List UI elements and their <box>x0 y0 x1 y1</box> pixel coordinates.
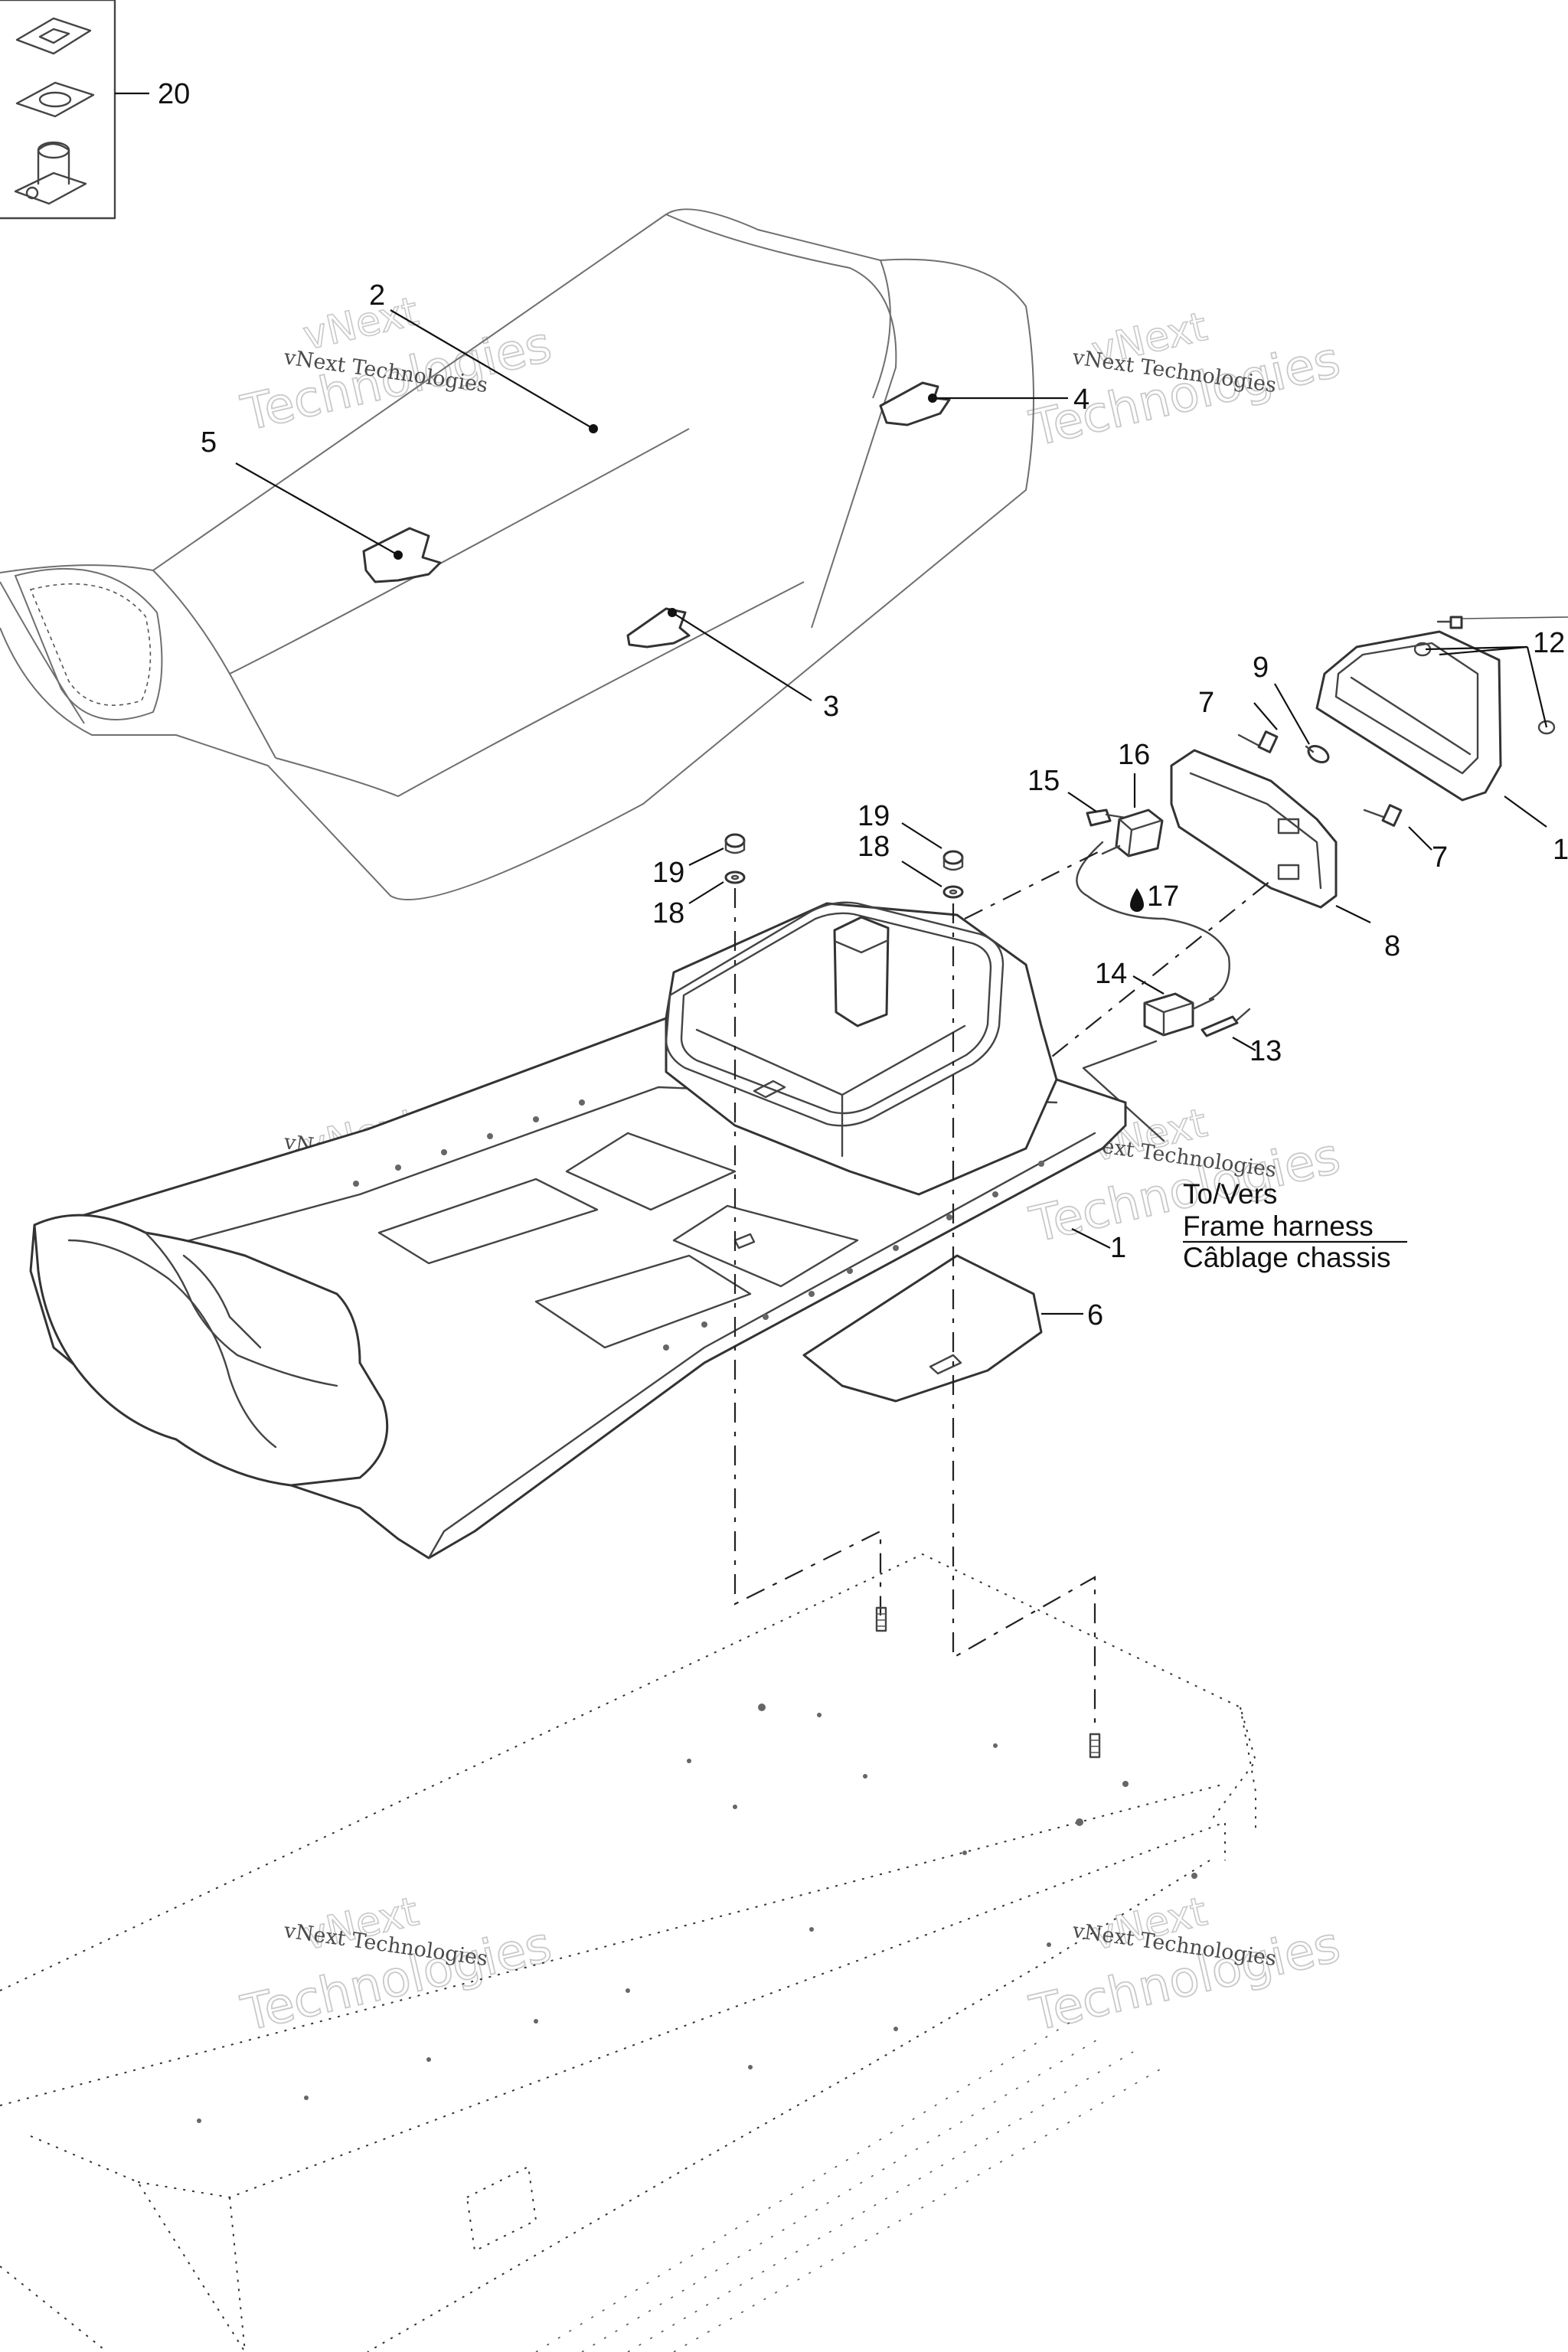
latch-part <box>14 141 87 205</box>
wiring-harness: 15 16 17 14 13 <box>1027 739 1282 1142</box>
taillight-lens <box>1315 630 1502 802</box>
callout-18a: 18 <box>652 897 684 929</box>
running-board-pattern <box>535 2020 1165 2352</box>
callout-1b: 1 <box>1553 834 1568 866</box>
grip-handle-4 <box>879 381 951 426</box>
callout-7a: 7 <box>1198 687 1214 719</box>
callout-17: 17 <box>1147 880 1179 913</box>
taillight-housing <box>1170 749 1338 909</box>
plate-part <box>15 81 95 118</box>
callout-19a: 19 <box>652 857 684 889</box>
stud-alignment-left <box>733 888 882 1615</box>
taillight-assembly: 12 7 7 9 8 1 <box>1170 616 1568 962</box>
tray-holes <box>353 1099 1044 1351</box>
screw-7-top <box>1237 730 1279 753</box>
bulb-9 <box>1305 745 1330 763</box>
stud-left <box>875 1606 887 1632</box>
fasteners-right: 19 18 <box>858 800 964 899</box>
note-to-vers: To/Vers <box>1183 1178 1277 1210</box>
callout-7b: 7 <box>1432 841 1448 874</box>
callout-15: 15 <box>1027 765 1060 797</box>
fasteners-left: 19 18 <box>652 833 746 929</box>
callout-20: 20 <box>158 78 190 110</box>
gasket-part <box>15 17 92 55</box>
stud-right <box>1089 1733 1101 1759</box>
callout-4: 4 <box>1073 384 1089 416</box>
callout-12: 12 <box>1533 627 1565 659</box>
chassis-tunnel <box>0 1553 1257 2352</box>
storage-box <box>665 901 1058 1196</box>
callout-19b: 19 <box>858 800 890 832</box>
callout-13: 13 <box>1250 1035 1282 1067</box>
callout-5: 5 <box>201 426 217 459</box>
inset-kit-box: 20 <box>0 0 190 220</box>
callout-18b: 18 <box>858 831 890 863</box>
callout-8: 8 <box>1384 930 1400 962</box>
callout-16: 16 <box>1118 739 1150 771</box>
callout-14: 14 <box>1095 958 1127 990</box>
connector-14 <box>1143 992 1215 1037</box>
grip-handle-3 <box>626 607 691 648</box>
tunnel-holes <box>197 1704 1197 2123</box>
callout-9: 9 <box>1253 652 1269 684</box>
seat-callouts: 2 4 5 3 <box>201 279 1089 723</box>
callout-6: 6 <box>1087 1299 1103 1331</box>
frame-harness-note: To/Vers Frame harness Câblage chassis <box>1183 1178 1407 1273</box>
callout-1: 1 <box>1110 1232 1126 1264</box>
seat-cover <box>0 208 1034 900</box>
grease-drop-icon <box>1130 888 1144 912</box>
stud-alignment-right <box>952 903 1096 1723</box>
under-plate-6 <box>802 1254 1043 1403</box>
callout-3: 3 <box>823 691 839 723</box>
centerline <box>964 849 1103 920</box>
relay-16 <box>1101 808 1164 858</box>
note-cablage-chassis: Câblage chassis <box>1183 1242 1390 1273</box>
terminal-13 <box>1200 1008 1251 1037</box>
screw-7-bottom <box>1363 804 1403 827</box>
callout-2: 2 <box>369 279 385 312</box>
note-frame-harness: Frame harness <box>1183 1210 1374 1242</box>
